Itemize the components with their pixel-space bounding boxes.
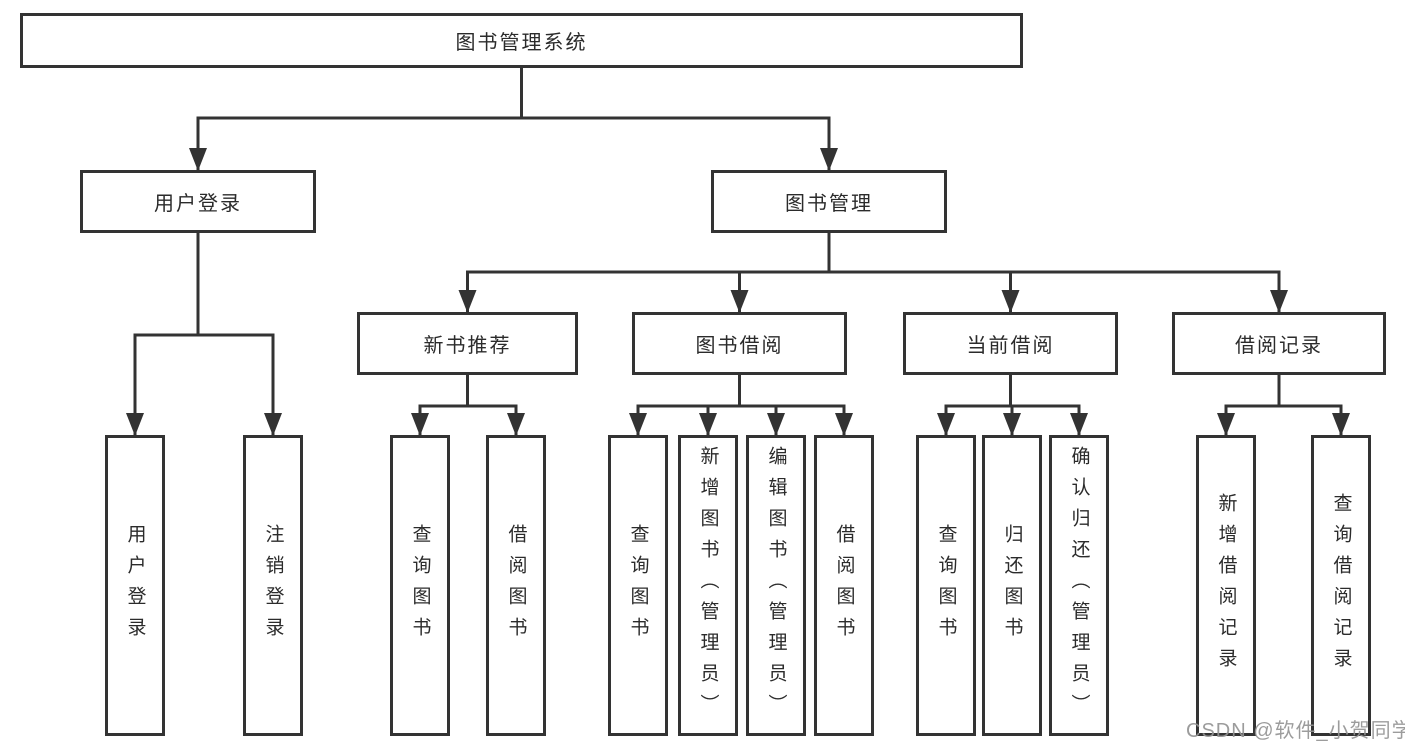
node-recommend-borrow-book: 借阅图书 <box>486 435 546 736</box>
node-edit-book-admin: 编辑图书（管理员） <box>746 435 806 736</box>
node-label: 查询借阅记录 <box>1330 492 1352 679</box>
node-label: 新增图书（管理员） <box>697 446 719 725</box>
node-label: 查询图书 <box>627 523 649 648</box>
node-label: 注销登录 <box>262 523 284 648</box>
node-book-management: 图书管理 <box>711 170 947 233</box>
node-add-borrow-record: 新增借阅记录 <box>1196 435 1256 736</box>
node-borrowing-query-book: 查询图书 <box>608 435 668 736</box>
node-label: 借阅记录 <box>1235 335 1323 357</box>
node-current-borrowing: 当前借阅 <box>903 312 1118 375</box>
node-label: 用户登录 <box>124 523 146 648</box>
node-label: 图书管理系统 <box>455 32 588 54</box>
node-user-login: 用户登录 <box>105 435 165 736</box>
node-label: 确认归还（管理员） <box>1068 446 1090 725</box>
node-new-book-recommend: 新书推荐 <box>357 312 578 375</box>
node-label: 查询图书 <box>409 523 431 648</box>
node-logout: 注销登录 <box>243 435 303 736</box>
node-label: 图书管理 <box>785 193 873 215</box>
node-label: 编辑图书（管理员） <box>765 446 787 725</box>
node-label: 新书推荐 <box>423 335 512 357</box>
node-add-book-admin: 新增图书（管理员） <box>678 435 738 736</box>
node-book-borrowing: 图书借阅 <box>632 312 847 375</box>
node-label: 新增借阅记录 <box>1215 492 1237 679</box>
node-user-login-group: 用户登录 <box>80 170 316 233</box>
node-borrowing-borrow-book: 借阅图书 <box>814 435 874 736</box>
node-label: 借阅图书 <box>833 523 855 648</box>
node-return-book: 归还图书 <box>982 435 1042 736</box>
node-label: 归还图书 <box>1001 523 1023 648</box>
node-label: 图书借阅 <box>695 335 784 357</box>
node-label: 当前借阅 <box>966 335 1055 357</box>
node-current-query-book: 查询图书 <box>916 435 976 736</box>
node-label: 用户登录 <box>154 193 242 215</box>
node-label: 查询图书 <box>935 523 957 648</box>
node-label: 借阅图书 <box>505 523 527 648</box>
node-library-management-system: 图书管理系统 <box>20 13 1023 68</box>
node-recommend-query-book: 查询图书 <box>390 435 450 736</box>
node-borrowing-records: 借阅记录 <box>1172 312 1386 375</box>
node-confirm-return-admin: 确认归还（管理员） <box>1049 435 1109 736</box>
node-query-borrow-record: 查询借阅记录 <box>1311 435 1371 736</box>
csdn-watermark: CSDN @软件_小贺同学 <box>1186 720 1405 742</box>
